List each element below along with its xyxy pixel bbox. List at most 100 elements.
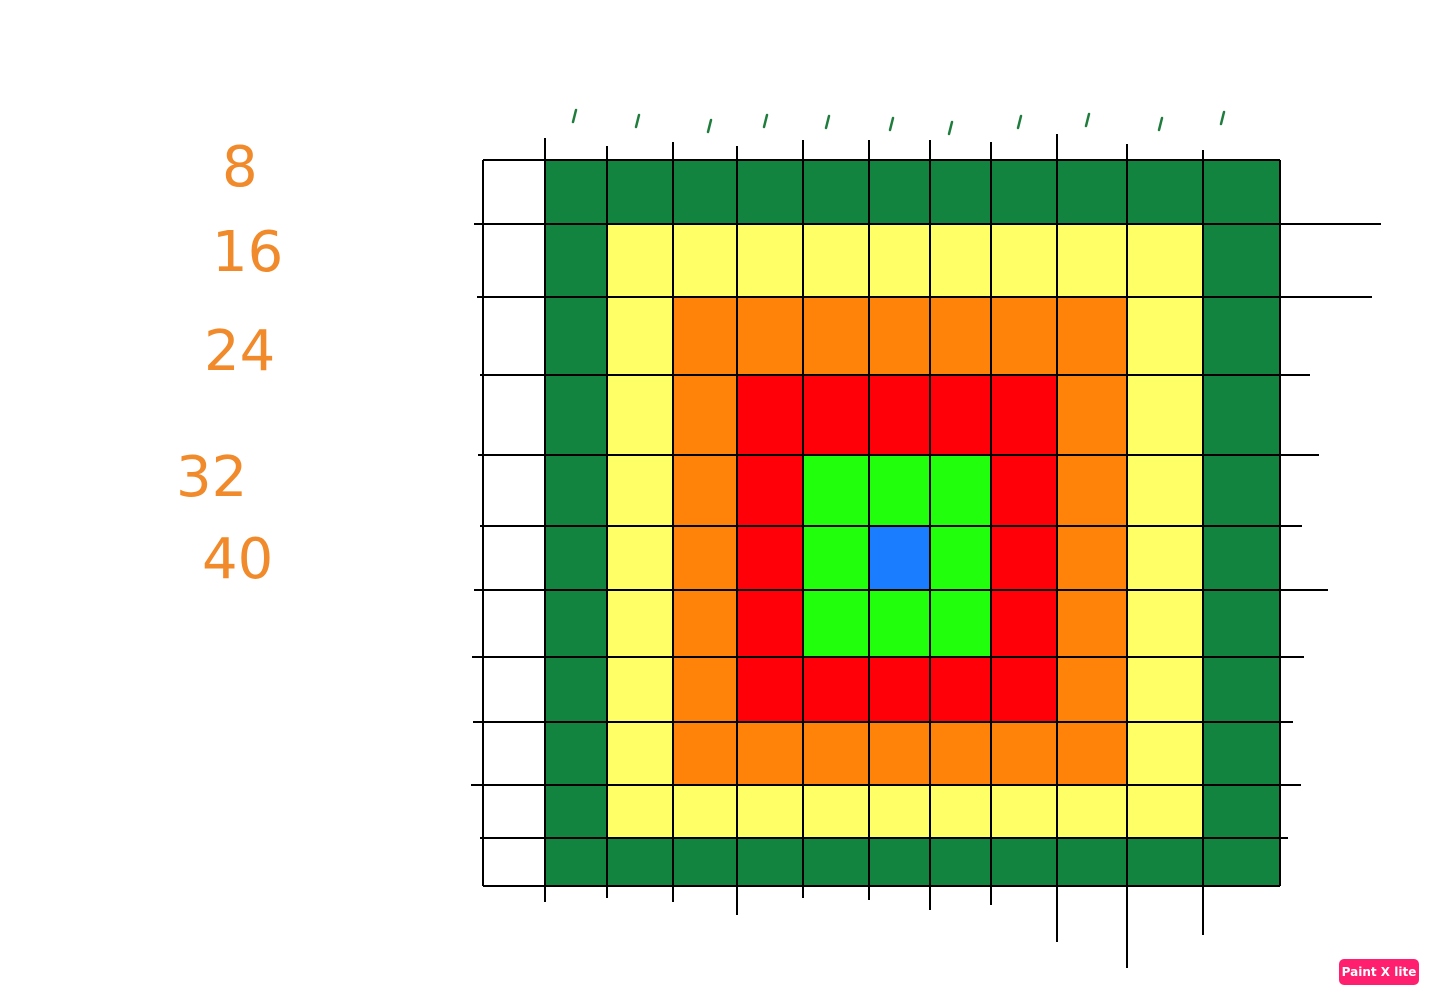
cell-red: [869, 657, 930, 722]
cell-red: [737, 375, 803, 455]
cell-orange: [673, 722, 737, 785]
cell-dark-green: [1203, 526, 1280, 590]
number-32: 32: [176, 445, 247, 510]
tick-mark: [634, 113, 641, 129]
cell-light-green: [930, 590, 991, 657]
cell-red: [991, 590, 1057, 657]
number-40: 40: [202, 527, 273, 592]
grid-lines: [471, 134, 1381, 968]
tick-mark: [762, 113, 769, 129]
cell-dark-green: [1203, 722, 1280, 785]
cell-yellow: [607, 785, 673, 838]
cell-yellow: [1127, 526, 1203, 590]
cell-dark-green: [545, 160, 607, 224]
cell-yellow: [930, 224, 991, 297]
cell-dark-green: [991, 160, 1057, 224]
tick-mark: [1016, 114, 1023, 130]
tick-mark: [1219, 110, 1226, 126]
cell-yellow: [607, 297, 673, 375]
cell-orange: [930, 722, 991, 785]
colored-cells: [545, 160, 1280, 886]
cell-dark-green: [1203, 375, 1280, 455]
cell-dark-green: [991, 838, 1057, 886]
cell-red: [991, 375, 1057, 455]
cell-orange: [869, 722, 930, 785]
cell-dark-green: [1203, 785, 1280, 838]
cell-yellow: [607, 375, 673, 455]
cell-dark-green: [869, 838, 930, 886]
cell-orange: [803, 297, 869, 375]
cell-orange: [930, 297, 991, 375]
cell-light-green: [930, 526, 991, 590]
cell-dark-green: [1057, 838, 1127, 886]
cell-red: [930, 375, 991, 455]
cell-yellow: [607, 526, 673, 590]
cell-yellow: [930, 785, 991, 838]
cell-dark-green: [545, 838, 607, 886]
cell-orange: [1057, 657, 1127, 722]
cell-dark-green: [607, 838, 673, 886]
cell-yellow: [869, 785, 930, 838]
cell-orange: [1057, 526, 1127, 590]
cell-yellow: [607, 590, 673, 657]
cell-yellow: [1127, 375, 1203, 455]
cell-yellow: [1127, 657, 1203, 722]
cell-yellow: [737, 785, 803, 838]
cell-blue: [869, 526, 930, 590]
cell-yellow: [803, 224, 869, 297]
cell-orange: [1057, 455, 1127, 526]
cell-orange: [673, 590, 737, 657]
cell-yellow: [1127, 722, 1203, 785]
cell-orange: [803, 722, 869, 785]
cell-yellow: [607, 455, 673, 526]
cell-light-green: [803, 455, 869, 526]
cell-orange: [673, 297, 737, 375]
cell-dark-green: [869, 160, 930, 224]
cell-yellow: [1057, 224, 1127, 297]
cell-dark-green: [545, 455, 607, 526]
cell-red: [991, 455, 1057, 526]
cell-dark-green: [545, 526, 607, 590]
cell-light-green: [803, 590, 869, 657]
cell-dark-green: [930, 160, 991, 224]
cell-dark-green: [673, 160, 737, 224]
cell-light-green: [803, 526, 869, 590]
cell-orange: [673, 526, 737, 590]
tick-mark: [706, 118, 713, 134]
cell-yellow: [1127, 297, 1203, 375]
cell-yellow: [673, 224, 737, 297]
cell-dark-green: [545, 375, 607, 455]
cell-dark-green: [545, 722, 607, 785]
cell-yellow: [1057, 785, 1127, 838]
cell-dark-green: [545, 590, 607, 657]
cell-dark-green: [1203, 590, 1280, 657]
cell-dark-green: [1203, 160, 1280, 224]
tick-marks: [571, 108, 1226, 136]
number-8: 8: [222, 135, 258, 200]
tick-mark: [1084, 112, 1091, 128]
cell-dark-green: [673, 838, 737, 886]
cell-yellow: [607, 657, 673, 722]
cell-dark-green: [1057, 160, 1127, 224]
cell-dark-green: [803, 160, 869, 224]
cell-dark-green: [737, 160, 803, 224]
cell-dark-green: [545, 785, 607, 838]
cell-dark-green: [803, 838, 869, 886]
cell-red: [803, 657, 869, 722]
cell-orange: [673, 657, 737, 722]
cell-yellow: [673, 785, 737, 838]
paint-x-lite-badge[interactable]: Paint X lite: [1339, 959, 1419, 985]
cell-yellow: [1127, 590, 1203, 657]
cell-yellow: [991, 224, 1057, 297]
cell-red: [991, 526, 1057, 590]
cell-orange: [1057, 590, 1127, 657]
cell-red: [991, 657, 1057, 722]
cell-yellow: [1127, 785, 1203, 838]
cell-dark-green: [737, 838, 803, 886]
cell-orange: [1057, 375, 1127, 455]
cell-light-green: [869, 590, 930, 657]
number-24: 24: [204, 319, 275, 384]
cell-yellow: [991, 785, 1057, 838]
cell-dark-green: [930, 838, 991, 886]
